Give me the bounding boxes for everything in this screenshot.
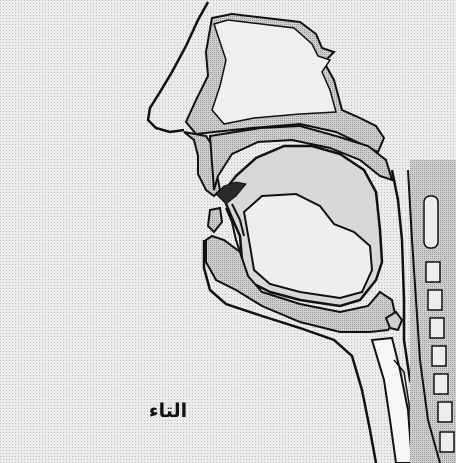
vertebra <box>426 262 440 282</box>
vertebra <box>438 402 452 422</box>
vertebra <box>434 374 448 394</box>
diagram-caption: التاء <box>138 398 198 424</box>
vertebra <box>430 318 444 338</box>
vertebra <box>424 196 438 248</box>
vertebra <box>432 346 446 366</box>
vertebra <box>440 432 454 452</box>
vertebra <box>428 290 442 310</box>
